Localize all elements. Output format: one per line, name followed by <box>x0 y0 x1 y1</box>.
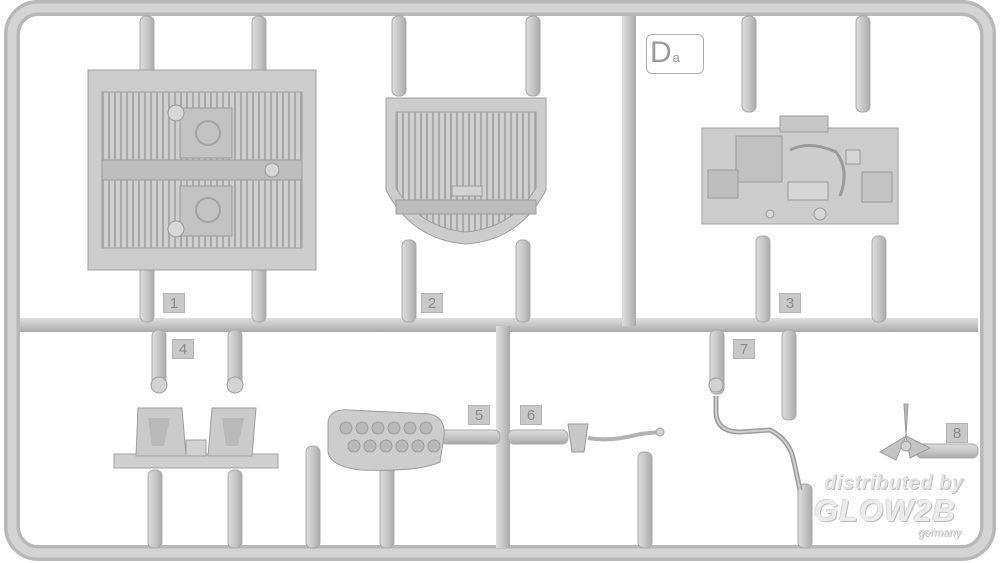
part-4-brackets <box>113 376 279 469</box>
part-5-ammo-rack <box>327 409 445 471</box>
part-7-cable <box>708 377 803 491</box>
part-8-fin <box>878 403 932 461</box>
watermark-country: germany <box>918 527 961 539</box>
watermark-distributed-by: distributed by <box>824 472 964 494</box>
part-number-tag: 5 <box>468 405 490 425</box>
part-number-tag: 7 <box>733 339 755 359</box>
part-2-engine-deck <box>385 97 547 245</box>
watermark-logo-text: GLOW2B <box>814 493 957 528</box>
part-number-tag: 3 <box>779 293 801 313</box>
part-number-tag: 8 <box>946 423 968 443</box>
sprue-id-frame <box>646 34 704 74</box>
part-number-tag: 4 <box>172 339 194 359</box>
part-3-engine-detail <box>701 115 899 225</box>
vertical-runner-right <box>622 16 636 326</box>
sprue-id-label: Da <box>650 36 680 69</box>
vertical-runner-lower <box>496 326 510 548</box>
part-1-floor-plate <box>87 69 317 271</box>
part-number-tag: 1 <box>163 293 185 313</box>
part-number-tag: 6 <box>520 405 542 425</box>
part-number-tag: 2 <box>421 293 443 313</box>
part-6-lever <box>567 423 665 453</box>
